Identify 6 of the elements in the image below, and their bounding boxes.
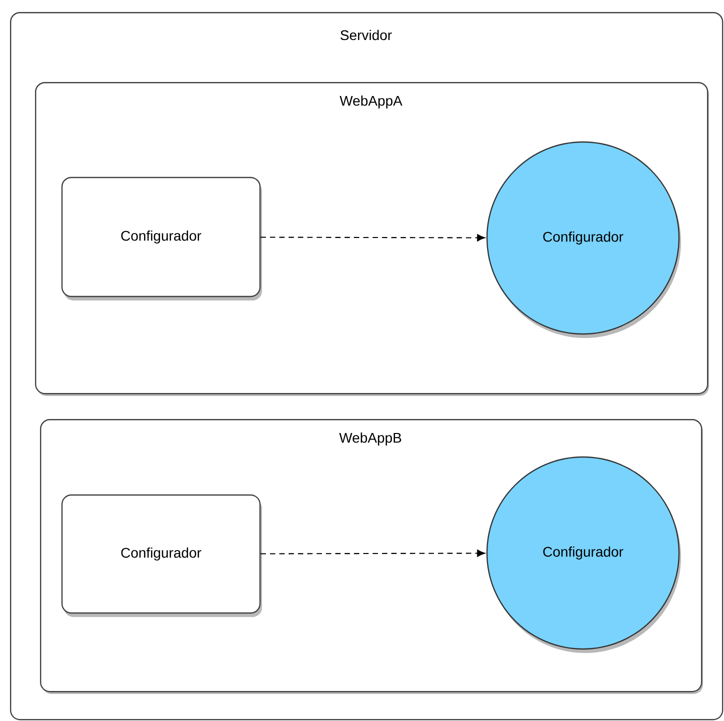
circle-node: Configurador bbox=[486, 456, 681, 653]
arrow bbox=[260, 550, 485, 557]
process-box: Configurador bbox=[61, 176, 262, 300]
circle-node: Configurador bbox=[486, 141, 681, 338]
arrow bbox=[260, 234, 485, 242]
process-box: Configurador bbox=[61, 494, 262, 617]
